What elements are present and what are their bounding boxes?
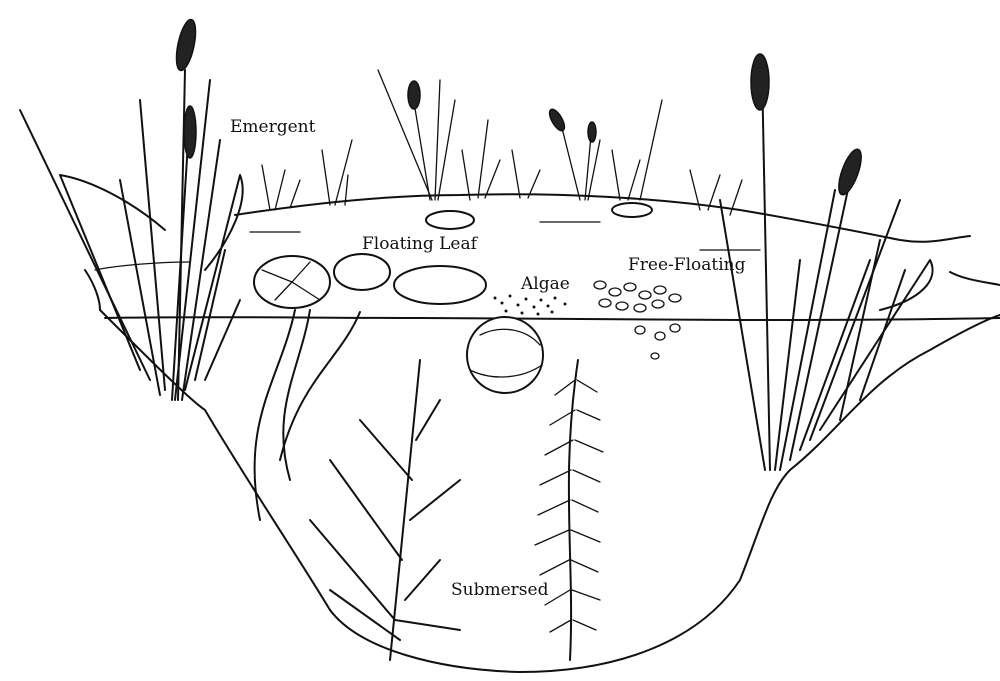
cattail-head [547, 107, 568, 133]
algae-ball [467, 317, 543, 393]
label-emergent: Emergent [230, 119, 315, 136]
far-shore-grass [262, 100, 742, 215]
submersed-pondweed [310, 360, 460, 660]
label-floating-leaf: Floating Leaf [362, 236, 477, 253]
left-emergent-plants [20, 70, 243, 400]
cattail-head [588, 122, 596, 142]
floating-lily-pads [254, 203, 652, 308]
lily-pad-stems [255, 310, 360, 520]
label-algae: Algae [521, 276, 570, 293]
cattail-head [751, 54, 769, 110]
algae-dots [494, 295, 567, 316]
submersed-feathery-plant [569, 360, 578, 660]
cattail-head [408, 81, 420, 109]
right-bank-ground [950, 272, 1000, 285]
left-bank [85, 270, 100, 310]
cattail-head [834, 147, 865, 198]
left-bank-ground [95, 262, 190, 270]
label-submersed: Submersed [451, 582, 548, 599]
label-free-floating: Free-Floating [628, 257, 746, 274]
right-emergent-plants [720, 70, 933, 470]
cattail-head [184, 106, 196, 158]
pond-basin-outline [100, 310, 1000, 672]
cattail-head [173, 18, 199, 72]
water-surface [105, 317, 1000, 320]
